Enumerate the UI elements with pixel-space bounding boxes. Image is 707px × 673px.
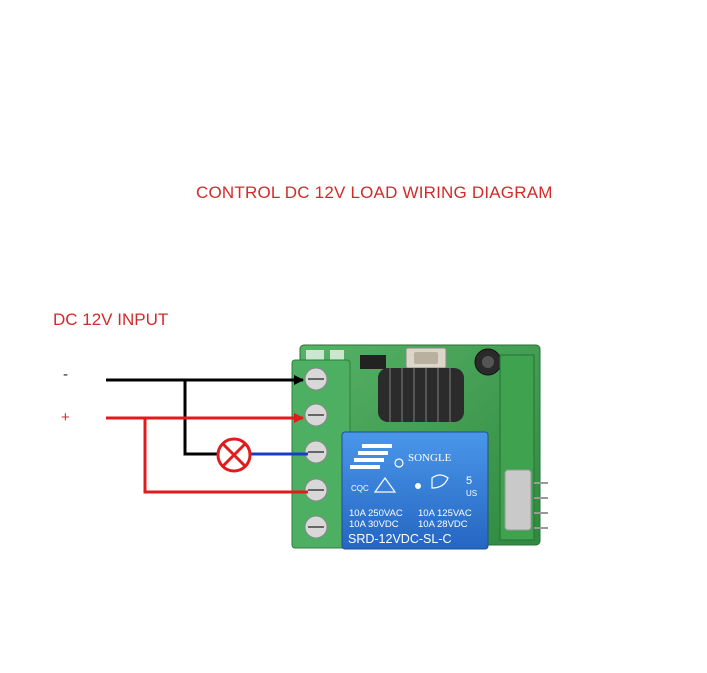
terminal-screw: [304, 478, 328, 502]
ul-mark-icon: [431, 474, 449, 489]
relay-cqc-mark: CQC: [351, 484, 369, 493]
relay-rating-2: 10A 30VDC: [349, 519, 399, 530]
relay-brand: SONGLE: [408, 452, 452, 464]
terminal-screw: [304, 440, 328, 464]
positive-branch-wire: [143, 418, 308, 494]
relay-rating-3: 10A 125VAC: [418, 508, 472, 519]
terminal-block: [291, 359, 351, 549]
terminal-screw: [304, 403, 328, 427]
terminal-screw: [304, 515, 328, 539]
minus-label: -: [63, 366, 68, 383]
antenna-coil: [378, 368, 464, 422]
plus-label: +: [61, 409, 70, 426]
relay-rating-4: 10A 28VDC: [418, 519, 468, 530]
warning-triangle-icon: [373, 476, 397, 493]
relay-us-mark: US: [466, 489, 477, 498]
diagram-title: CONTROL DC 12V LOAD WIRING DIAGRAM: [196, 183, 553, 202]
relay-rating-1: 10A 250VAC: [349, 508, 403, 519]
lamp-load-icon: [216, 437, 252, 473]
terminal-screw: [304, 367, 328, 391]
lamp-negative-wire: [183, 380, 217, 456]
wires: [106, 375, 308, 494]
relay: SONGLE CQC 5 US 10A 250VAC 10A 30VDC 10A…: [341, 431, 489, 550]
relay-number: 5: [466, 475, 472, 487]
songle-logo-icon: [350, 444, 404, 469]
dc-input-label: DC 12V INPUT: [53, 310, 169, 329]
relay-model: SRD-12VDC-SL-C: [348, 532, 452, 546]
